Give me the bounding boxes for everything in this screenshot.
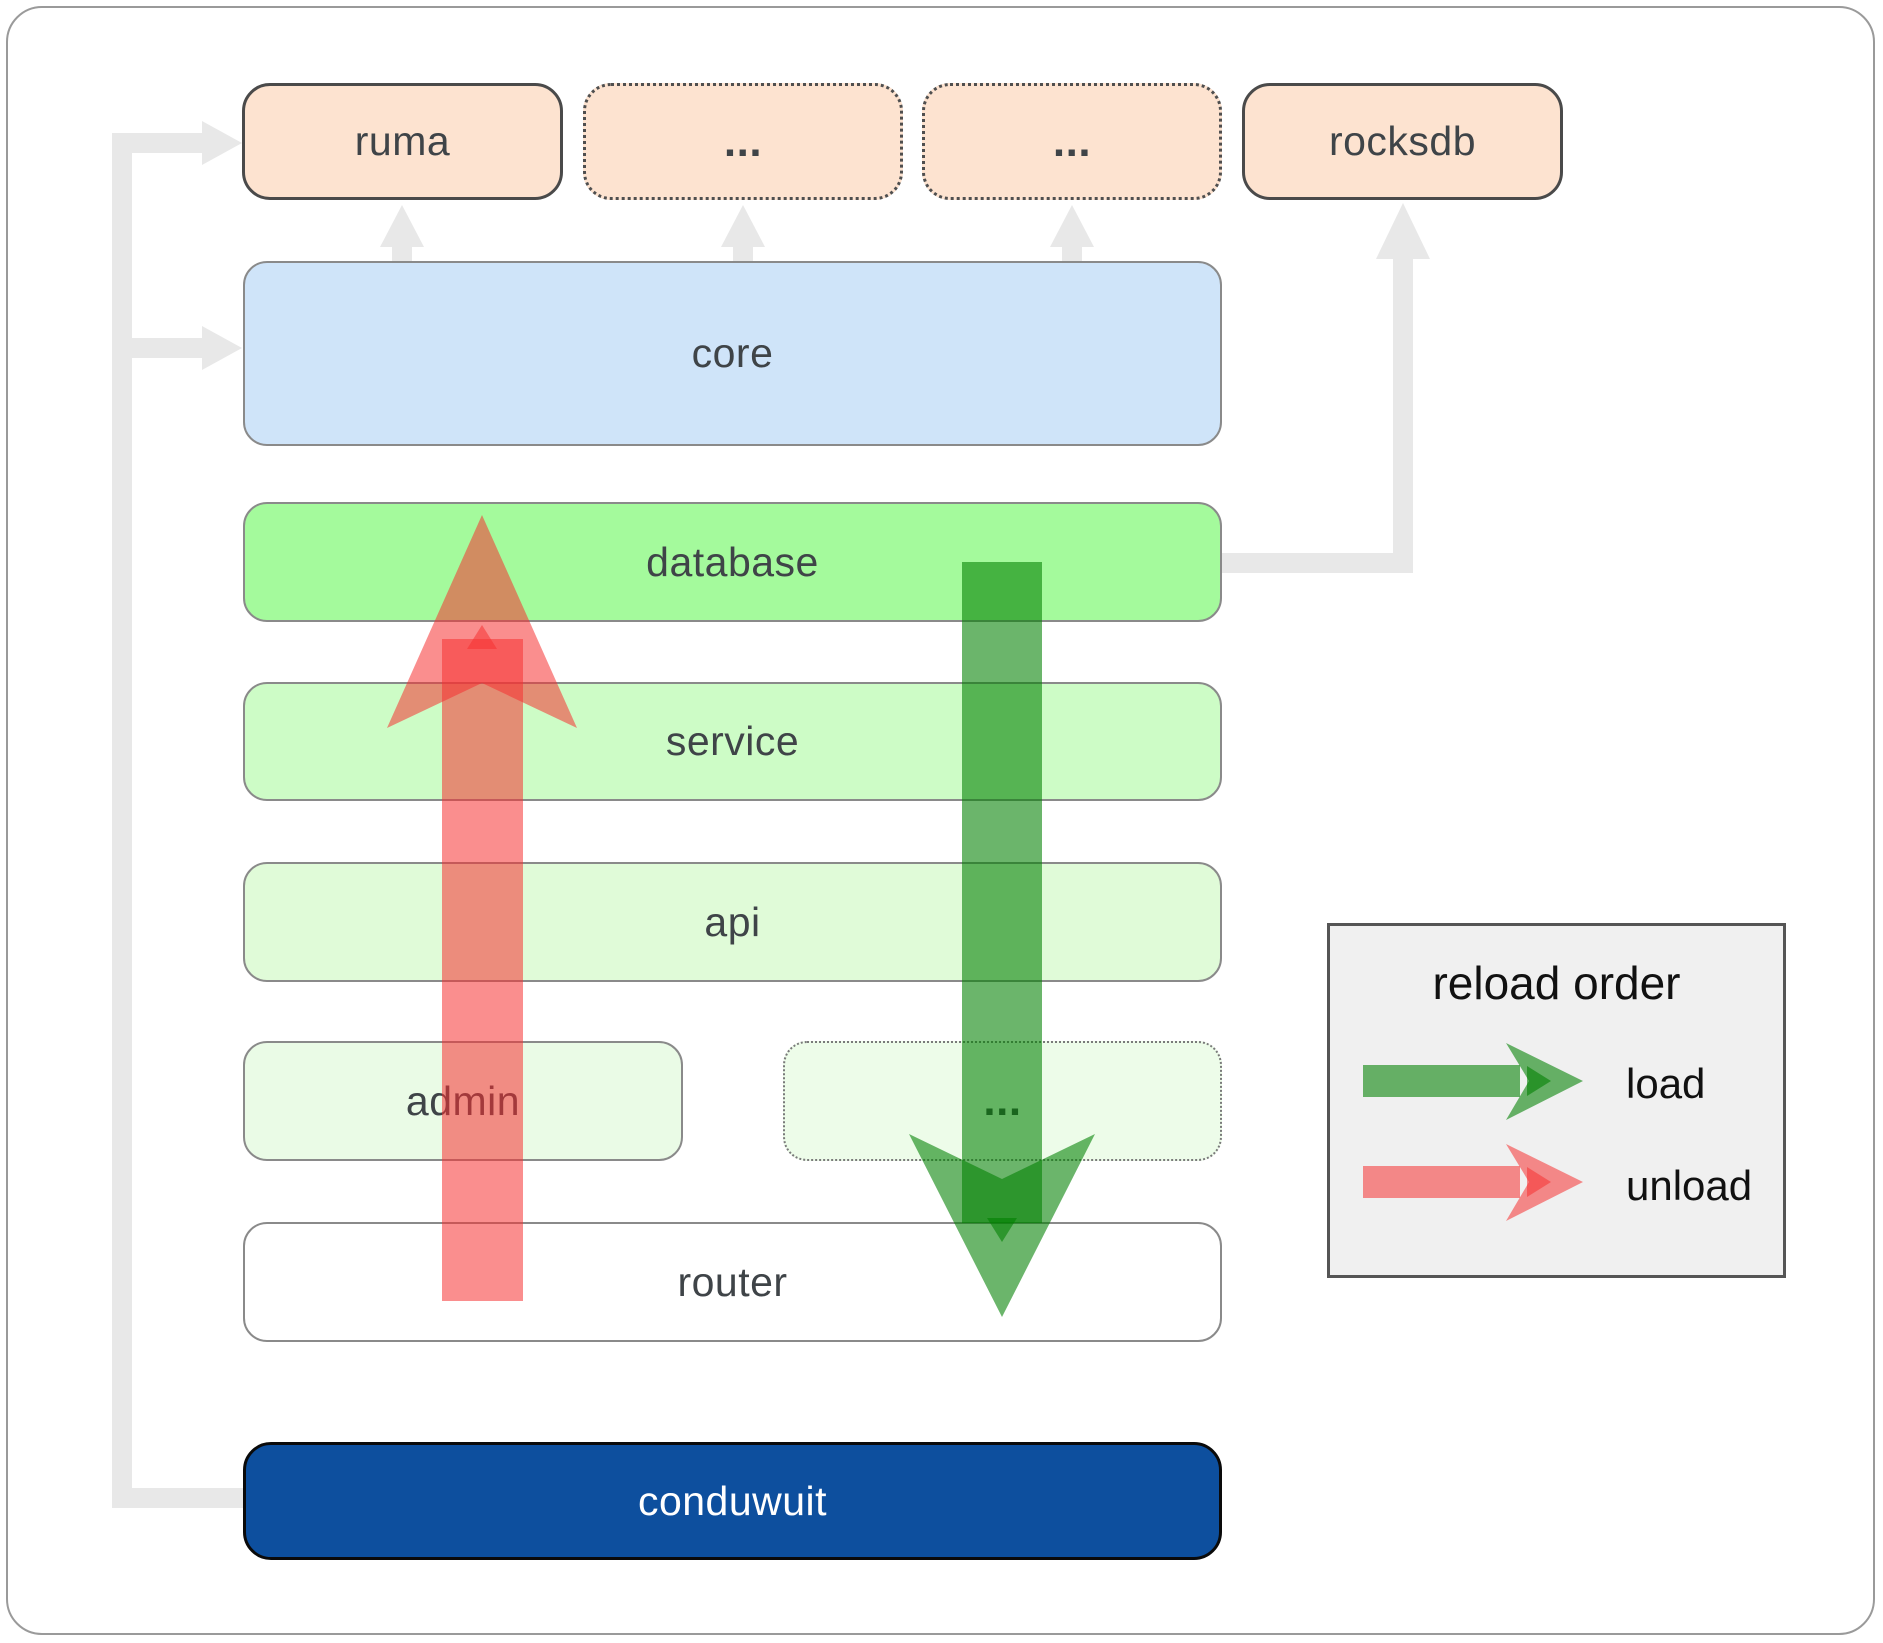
node-ellipsis-2: ...	[922, 83, 1222, 200]
node-admin: admin	[243, 1041, 683, 1161]
node-ellipsis-1-label: ...	[723, 116, 763, 166]
legend-unload-label: unload	[1626, 1162, 1753, 1209]
node-api-label: api	[704, 898, 761, 945]
node-ruma-label: ruma	[354, 118, 451, 164]
node-database-label: database	[646, 538, 819, 585]
node-rocksdb: rocksdb	[1242, 83, 1563, 200]
node-database: database	[243, 502, 1222, 622]
node-conduwuit: conduwuit	[243, 1442, 1222, 1560]
node-ellipsis-1: ...	[583, 83, 903, 200]
node-router: router	[243, 1222, 1222, 1342]
legend-title: reload order	[1432, 957, 1681, 1009]
node-conduwuit-label: conduwuit	[637, 1477, 828, 1524]
node-core: core	[243, 261, 1222, 446]
node-admin-label: admin	[405, 1077, 521, 1124]
node-core-label: core	[691, 330, 774, 376]
node-service: service	[243, 682, 1222, 801]
node-router-label: router	[677, 1258, 788, 1305]
legend-load-label: load	[1626, 1060, 1706, 1107]
node-api: api	[243, 862, 1222, 982]
reload-order-legend: reload order load unload	[1327, 923, 1786, 1278]
node-ruma: ruma	[242, 83, 563, 200]
node-ellipsis-2-label: ...	[1052, 116, 1092, 166]
node-rocksdb-label: rocksdb	[1328, 118, 1477, 164]
node-ellipsis-3: ...	[783, 1041, 1222, 1161]
diagram-outer-border	[6, 6, 1875, 1635]
node-service-label: service	[665, 718, 800, 764]
node-ellipsis-3-label: ...	[983, 1076, 1022, 1125]
